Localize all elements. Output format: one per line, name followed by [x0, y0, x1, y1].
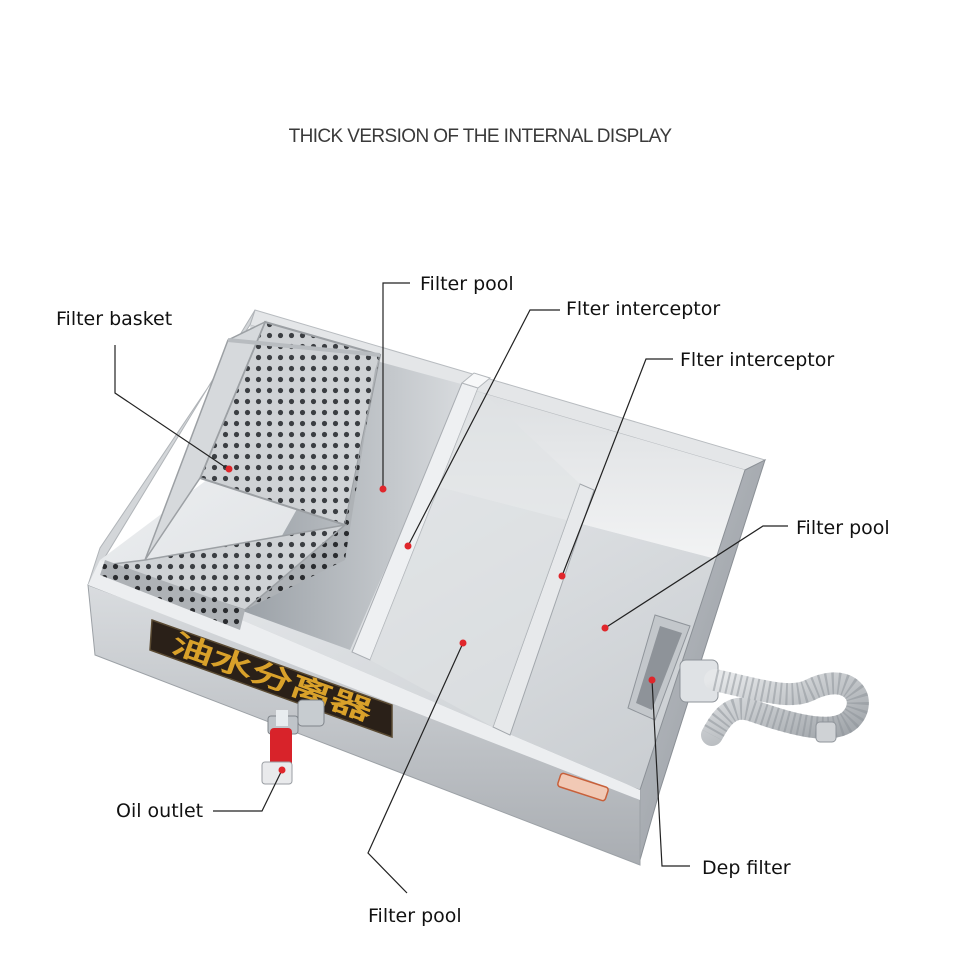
product-label-panel	[149, 618, 393, 739]
outlet-chamber-inner	[636, 626, 682, 710]
label-dep-filter: Dep filter	[702, 857, 791, 879]
leader-filter-pool-top	[382, 282, 410, 489]
oil-outlet-valve	[261, 699, 325, 785]
page-title: THICK VERSION OF THE INTERNAL DISPLAY	[288, 126, 672, 147]
label-filter-pool-bottom: Filter pool	[368, 905, 462, 927]
marker-filter-pool-right	[601, 624, 609, 632]
marker-oil-outlet	[278, 766, 286, 774]
leader-filter-basket	[114, 345, 229, 470]
label-interceptor-2: Flter interceptor	[680, 349, 835, 371]
leader-lines	[114, 282, 788, 894]
marker-filter-pool-top	[379, 485, 387, 493]
label-filter-basket: Filter basket	[56, 308, 173, 330]
filter-basket	[100, 320, 382, 630]
marker-interceptor-1	[404, 542, 412, 550]
pool-2-wall	[370, 388, 580, 727]
label-filter-pool-right: Filter pool	[796, 517, 890, 539]
marker-filter-basket	[225, 465, 233, 473]
leader-oil-outlet	[213, 769, 283, 812]
leader-filter-pool-right	[604, 525, 788, 629]
marker-dep-filter	[648, 676, 656, 684]
markers	[225, 465, 656, 774]
drain-hose	[679, 659, 869, 746]
leader-interceptor-1	[407, 309, 560, 547]
marker-interceptor-2	[558, 572, 566, 580]
interceptor-board-1-top	[460, 372, 492, 389]
marker-filter-pool-bottom	[459, 639, 467, 647]
brand-badge	[557, 772, 609, 802]
label-filter-pool-top: Filter pool	[420, 273, 514, 295]
leader-filter-pool-bottom	[367, 642, 464, 894]
leader-dep-filter	[651, 679, 690, 867]
leader-interceptor-2	[561, 358, 673, 577]
label-oil-outlet: Oil outlet	[116, 800, 204, 822]
label-interceptor-1: Flter interceptor	[566, 298, 721, 320]
